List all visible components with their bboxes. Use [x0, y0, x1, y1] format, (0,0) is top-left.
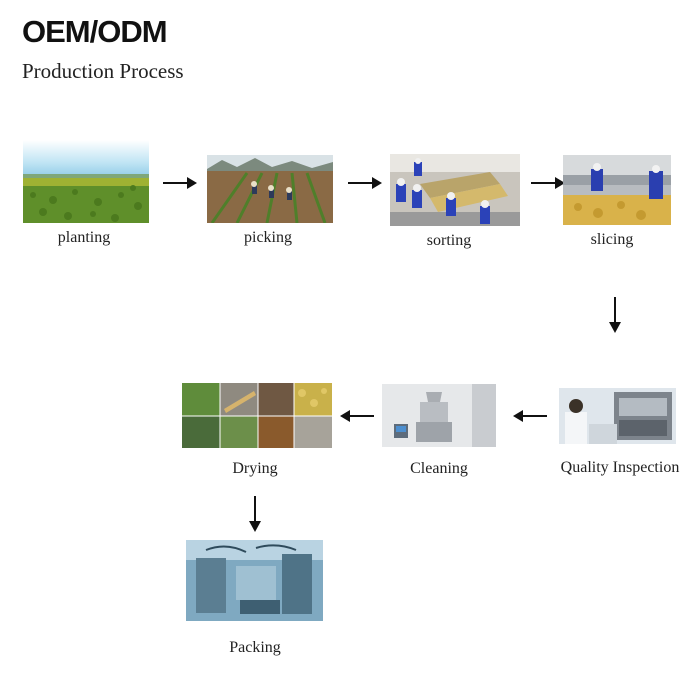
page-title: OEM/ODM: [22, 14, 168, 49]
arrow-right-icon: [163, 177, 197, 189]
cleaning-photo: [382, 384, 496, 447]
step-label-slicing: slicing: [590, 231, 634, 248]
planting-photo: [23, 140, 149, 223]
sorting-photo: [390, 154, 520, 226]
step-label-quality-inspection: Quality Inspection: [560, 459, 680, 476]
quality-inspection-photo: [559, 388, 676, 444]
step-label-drying: Drying: [232, 460, 278, 477]
slicing-photo: [563, 155, 671, 225]
arrow-left-icon: [340, 410, 374, 422]
arrow-right-icon: [348, 177, 382, 189]
arrow-down-icon: [249, 496, 261, 532]
arrow-right-icon: [531, 177, 565, 189]
step-label-packing: Packing: [229, 639, 281, 656]
arrow-down-icon: [609, 297, 621, 333]
picking-photo: [207, 155, 333, 223]
step-label-sorting: sorting: [426, 232, 472, 249]
arrow-left-icon: [513, 410, 547, 422]
page-subtitle: Production Process: [22, 59, 184, 83]
packing-photo: [186, 540, 323, 621]
step-label-cleaning: Cleaning: [410, 460, 468, 477]
step-label-picking: picking: [244, 229, 292, 246]
step-label-planting: planting: [57, 229, 111, 246]
drying-photo: [182, 383, 332, 448]
